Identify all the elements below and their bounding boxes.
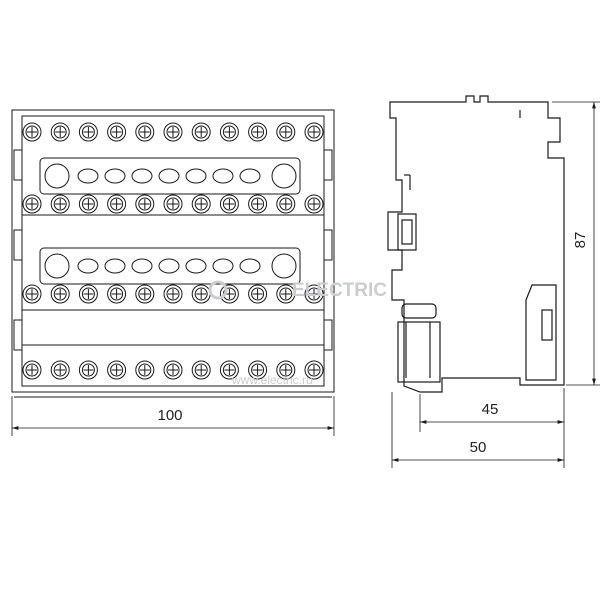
busbar-small-hole <box>104 168 126 184</box>
front-view <box>11 109 335 398</box>
terminal-screw <box>135 194 155 214</box>
watermark: ELECTRIC www.electric.ru <box>208 280 387 387</box>
side-view <box>387 95 565 393</box>
terminal-screw <box>78 194 98 214</box>
dim-label-total-depth: 50 <box>470 439 487 456</box>
terminal-screw <box>276 284 296 304</box>
busbar-small-hole <box>212 258 234 274</box>
busbar-large-hole <box>44 163 70 189</box>
busbar-small-hole <box>131 258 153 274</box>
dim-label-height: 87 <box>572 232 589 249</box>
terminal-screw <box>304 122 324 142</box>
dimension-lines <box>11 101 600 468</box>
front-housing <box>11 109 335 393</box>
terminal-screw <box>248 360 268 380</box>
busbar-upper <box>39 157 301 195</box>
side-profile <box>387 95 565 393</box>
screw-rows <box>22 122 324 380</box>
busbar-large-hole <box>271 253 297 279</box>
terminal-screw <box>219 284 239 304</box>
terminal-screw <box>191 194 211 214</box>
terminal-screw <box>248 122 268 142</box>
busbar-large-hole <box>271 163 297 189</box>
busbar-small-hole <box>239 258 261 274</box>
terminal-screw <box>191 360 211 380</box>
busbar-small-hole <box>77 258 99 274</box>
terminal-screw <box>50 360 70 380</box>
terminal-screw <box>135 360 155 380</box>
terminal-screw <box>50 194 70 214</box>
busbar-small-hole <box>185 258 207 274</box>
busbar-small-hole <box>104 258 126 274</box>
busbar-small-hole <box>131 168 153 184</box>
dim-label-base-depth: 45 <box>482 401 499 418</box>
terminal-screw <box>107 194 127 214</box>
busbar-small-hole <box>158 258 180 274</box>
terminal-screw <box>276 122 296 142</box>
busbar-small-hole <box>158 168 180 184</box>
terminal-screw <box>135 122 155 142</box>
dim-label-width: 100 <box>157 407 182 424</box>
terminal-screw <box>248 284 268 304</box>
terminal-screw <box>248 194 268 214</box>
terminal-screw <box>276 360 296 380</box>
terminal-screw <box>276 194 296 214</box>
busbar-large-hole <box>44 253 70 279</box>
terminal-screw <box>22 122 42 142</box>
terminal-screw <box>304 194 324 214</box>
terminal-screw <box>191 122 211 142</box>
watermark-brand: ELECTRIC <box>292 280 387 301</box>
watermark-url: www.electric.ru <box>231 373 313 387</box>
terminal-screw <box>135 284 155 304</box>
terminal-screw <box>107 360 127 380</box>
terminal-screw <box>22 284 42 304</box>
busbar-lower <box>39 247 301 285</box>
terminal-screw <box>78 122 98 142</box>
terminal-screw <box>219 360 239 380</box>
terminal-screw <box>304 360 324 380</box>
busbar-small-hole <box>212 168 234 184</box>
terminal-screw <box>107 284 127 304</box>
terminal-screw <box>50 122 70 142</box>
terminal-screw <box>78 284 98 304</box>
terminal-screw <box>107 122 127 142</box>
terminal-screw <box>219 194 239 214</box>
terminal-screw <box>22 360 42 380</box>
busbar-small-hole <box>185 168 207 184</box>
terminal-screw <box>304 284 324 304</box>
busbar-holes <box>44 163 297 279</box>
terminal-screw <box>78 360 98 380</box>
terminal-screw <box>22 194 42 214</box>
busbar-small-hole <box>239 168 261 184</box>
terminal-screw <box>163 194 183 214</box>
terminal-screw <box>191 284 211 304</box>
busbar-small-hole <box>77 168 99 184</box>
terminal-screw <box>219 122 239 142</box>
terminal-screw <box>163 360 183 380</box>
din-clip <box>397 213 417 251</box>
terminal-screw <box>163 284 183 304</box>
terminal-screw <box>163 122 183 142</box>
terminal-screw <box>50 284 70 304</box>
